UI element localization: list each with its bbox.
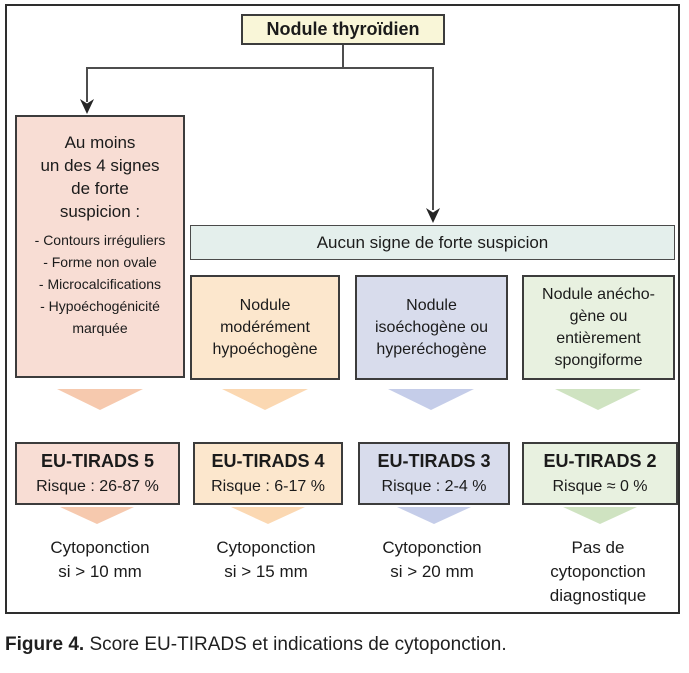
figure-caption: Figure 4. Score EU-TIRADS et indications… (5, 634, 685, 656)
eu-tirads-2-box: EU-TIRADS 2 Risque ≈ 0 % (522, 442, 678, 505)
eu-tirads-risk: Risque : 26-87 % (36, 478, 159, 495)
no-suspicion-bar: Aucun signe de forte suspicion (190, 225, 675, 260)
connector-branch-horizontal (86, 67, 434, 69)
figure-caption-label: Figure 4. (5, 634, 85, 655)
root-node-label: Nodule thyroïdien (266, 19, 420, 39)
eu-tirads-title: EU-TIRADS 2 (543, 451, 657, 471)
eu-tirads-risk: Risque : 6-17 % (211, 478, 325, 495)
feature-box-anechoic-spongiform: Nodule anécho- gène ou entièrement spong… (522, 275, 675, 380)
strong-suspicion-box: Au moins un des 4 signes de forte suspic… (15, 115, 185, 378)
connector-right-vertical (432, 68, 434, 210)
root-node-box: Nodule thyroïdien (241, 14, 445, 45)
action-cytoponction-15mm: Cytoponction si > 15 mm (216, 538, 316, 581)
feature-label: Nodule isoéchogène ou hyperéchogène (375, 296, 488, 358)
eu-tirads-risk: Risque ≈ 0 % (552, 478, 648, 495)
action-cytoponction-20mm: Cytoponction si > 20 mm (382, 538, 482, 581)
eu-tirads-title: EU-TIRADS 5 (40, 451, 154, 471)
connector-root-vertical (342, 45, 344, 68)
feature-box-iso-hyperechoic: Nodule isoéchogène ou hyperéchogène (355, 275, 508, 380)
strong-suspicion-title: Au moins un des 4 signes de forte suspic… (40, 133, 160, 221)
action-cytoponction-10mm: Cytoponction si > 10 mm (50, 538, 150, 581)
eu-tirads-3-box: EU-TIRADS 3 Risque : 2-4 % (358, 442, 510, 505)
eu-tirads-title: EU-TIRADS 4 (211, 451, 325, 471)
eu-tirads-risk: Risque : 2-4 % (381, 478, 487, 495)
eu-tirads-4-box: EU-TIRADS 4 Risque : 6-17 % (193, 442, 343, 505)
action-no-cytoponction: Pas de cytoponction diagnostique (549, 538, 647, 605)
connector-left-vertical (86, 68, 88, 102)
no-suspicion-label: Aucun signe de forte suspicion (316, 232, 549, 252)
feature-label: Nodule anécho- gène ou entièrement spong… (542, 285, 655, 369)
eu-tirads-5-box: EU-TIRADS 5 Risque : 26-87 % (15, 442, 180, 505)
strong-suspicion-items: - Contours irréguliers - Forme non ovale… (34, 232, 166, 336)
eu-tirads-title: EU-TIRADS 3 (377, 451, 491, 471)
feature-box-moderately-hypoechoic: Nodule modérément hypoéchogène (190, 275, 340, 380)
feature-label: Nodule modérément hypoéchogène (212, 296, 318, 358)
figure-caption-text: Score EU-TIRADS et indications de cytopo… (84, 634, 507, 655)
